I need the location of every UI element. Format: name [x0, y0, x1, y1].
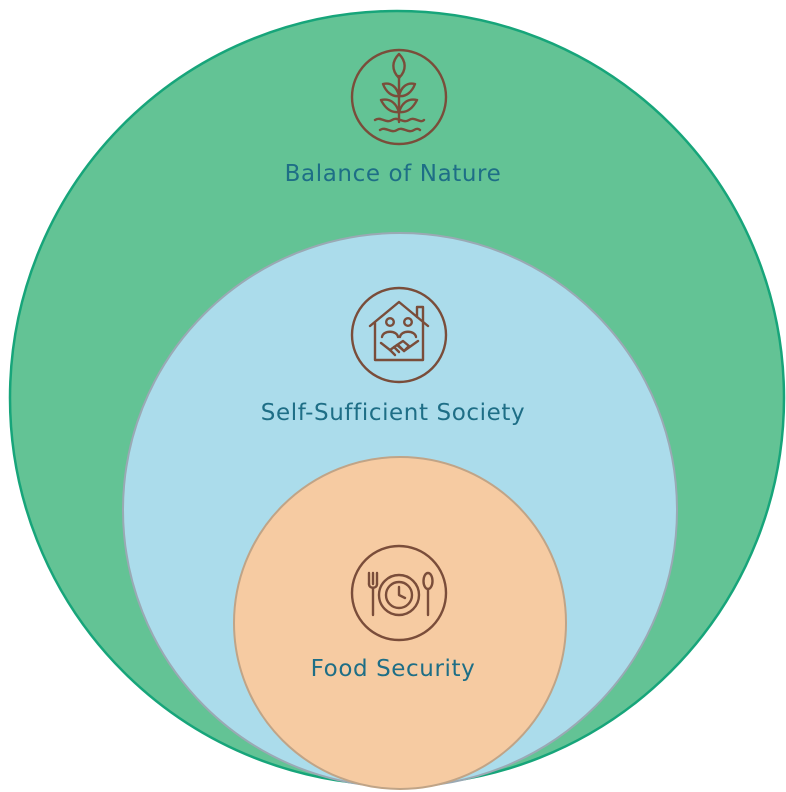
plate-cutlery-icon: [350, 544, 448, 642]
food-security-circle: [233, 456, 567, 790]
balance-of-nature-label: Balance of Nature: [284, 161, 502, 187]
food-security-label: Food Security: [310, 656, 476, 682]
plant-icon: [350, 48, 448, 146]
house-handshake-icon: [350, 286, 448, 384]
self-sufficient-society-label: Self-Sufficient Society: [260, 400, 526, 426]
